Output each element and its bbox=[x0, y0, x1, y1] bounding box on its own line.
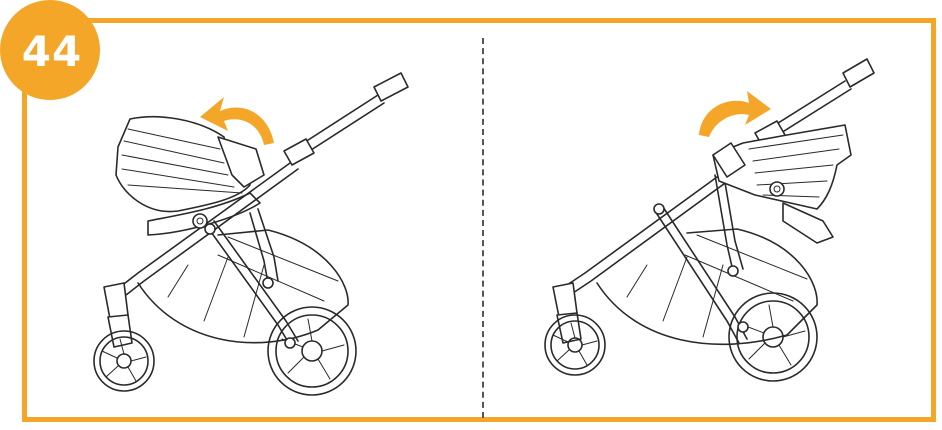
basket bbox=[138, 230, 348, 343]
rear-wheel bbox=[268, 307, 356, 395]
seat-unit bbox=[116, 117, 264, 235]
handlebar bbox=[284, 73, 408, 165]
stroller-illustration-right bbox=[487, 25, 937, 420]
front-wheel bbox=[545, 283, 605, 375]
stroller-illustration-left bbox=[28, 25, 478, 420]
dashed-divider bbox=[482, 38, 484, 418]
rear-leg bbox=[715, 175, 733, 271]
seat-unit bbox=[713, 125, 851, 243]
panel-right bbox=[487, 25, 937, 420]
panel-left bbox=[28, 25, 478, 420]
basket bbox=[597, 229, 817, 344]
front-wheel bbox=[94, 283, 154, 391]
rear-wheel bbox=[729, 293, 817, 381]
